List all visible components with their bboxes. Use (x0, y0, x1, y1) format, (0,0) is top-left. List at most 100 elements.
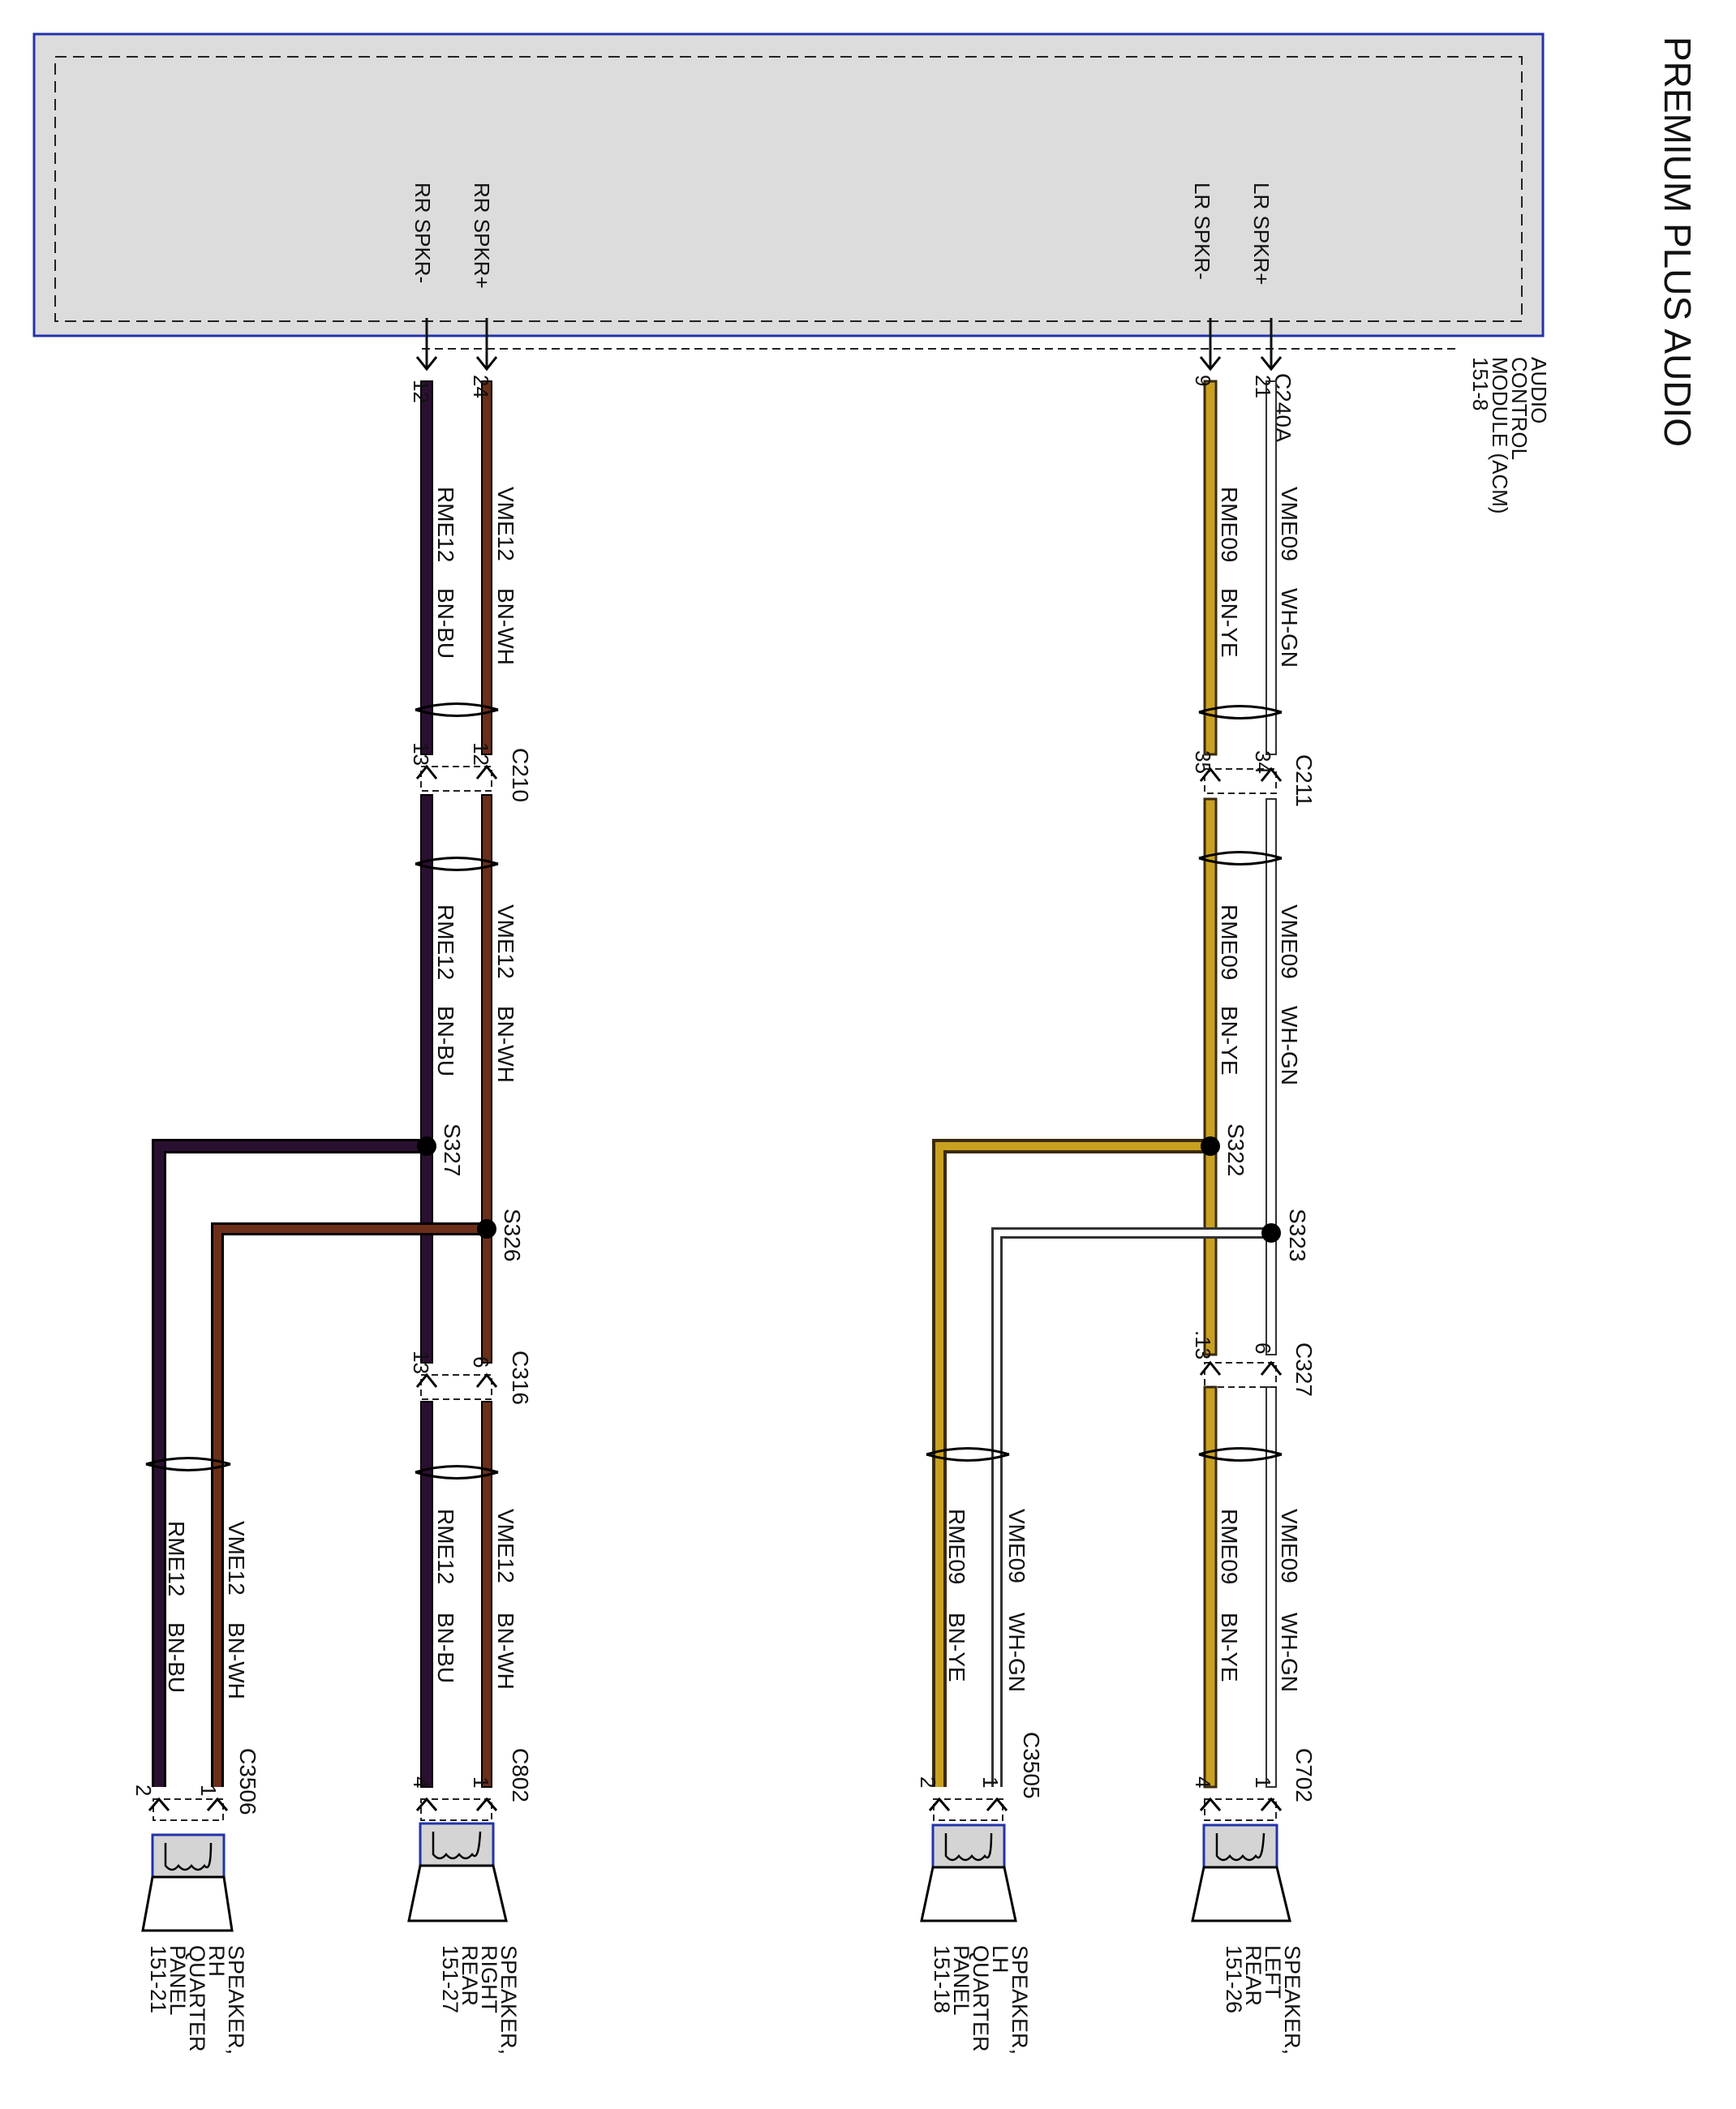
speaker-label-line: 151-18 (930, 1945, 954, 2013)
circuit-label: VME09 (1277, 487, 1302, 561)
lr-minus-wire-seg1 (1203, 380, 1218, 756)
pin-number: 34 (1251, 750, 1275, 774)
speaker-label-line: LEFT (1261, 1945, 1285, 1999)
connector-c210-label: C210 (508, 748, 533, 802)
speaker-label-line: 151-21 (146, 1945, 170, 2013)
speaker-coil-icon (432, 1831, 482, 1860)
rr-minus-branch-fill (154, 1141, 427, 1787)
speaker-magnet (151, 1833, 226, 1879)
speaker-pin-arrows (928, 1797, 1008, 1811)
audio-control-module: RR SPKR- RR SPKR+ LR SPKR- LR SPKR+ C240… (32, 32, 1551, 514)
lr-plus-wire-seg2 (1265, 798, 1277, 1355)
twist-marker-rr-3 (415, 1465, 499, 1480)
speaker-coil-icon (1215, 1832, 1265, 1862)
wire-color-label: BN-BU (433, 1006, 458, 1076)
speaker-cone-icon (1191, 1866, 1291, 1922)
speaker-coil-icon (164, 1842, 213, 1871)
speaker-connector-box (933, 1798, 1003, 1821)
acm-pin-arrows (415, 356, 1283, 372)
circuit-label: VME12 (493, 904, 518, 979)
wire-color-label: BN-YE (1217, 1613, 1242, 1682)
splice-s323-dot (1261, 1223, 1281, 1243)
pin-number: 12 (409, 380, 433, 403)
speaker-label-line: 151-26 (1222, 1945, 1246, 2013)
pin-number: 2 (916, 1776, 940, 1788)
pin-number: 4 (1191, 1776, 1215, 1788)
connector-names: C210 C211 C316 C327 C802 C702 C3505 C350… (235, 748, 1317, 1815)
connector-c802-label: C802 (508, 1748, 533, 1802)
lr-minus-branch (932, 1139, 1210, 1787)
connector-c211-label: C211 (1291, 754, 1317, 807)
twist-marker-lq (926, 1447, 1010, 1462)
twist-marker-rr-1 (415, 702, 499, 717)
c327-arrows (1199, 1360, 1283, 1376)
wire-color-label: BN-BU (433, 588, 458, 659)
module-name-line-4: 151-8 (1468, 357, 1493, 411)
connector-c702-label: C702 (1291, 1748, 1317, 1802)
pin-number: .13 (1191, 1330, 1215, 1359)
wire-color-label: WH-GN (1277, 1006, 1302, 1085)
speaker-magnet (931, 1823, 1006, 1869)
speaker-cone-icon (141, 1875, 234, 1932)
connector-c316-label: C316 (508, 1351, 533, 1405)
connector-c3505-label: C3505 (1019, 1732, 1044, 1799)
splice-s326-dot (477, 1219, 496, 1239)
wire-color-label: BN-BU (164, 1622, 189, 1693)
module-name-line-2: CONTROL (1507, 357, 1532, 460)
pin-number: 9 (1191, 375, 1215, 386)
pin-numbers: 12 24 9 21 13 12 35 34 13 6 .13 6 2 1 4 … (131, 375, 1275, 1796)
splice-s327-label: S327 (440, 1123, 465, 1176)
rr-plus-branch (211, 1222, 487, 1787)
wire-color-label: BN-YE (944, 1613, 969, 1682)
rr-minus-branch (152, 1139, 427, 1787)
speaker-connector-box (420, 1798, 492, 1821)
wire-color-label: WH-GN (1004, 1613, 1029, 1692)
rr-minus-wire-seg3 (420, 1401, 433, 1788)
twist-marker-rq (145, 1457, 231, 1471)
pin-number: 1 (978, 1776, 1003, 1788)
wire-color-label: BN-WH (224, 1622, 249, 1699)
speaker-cone-icon (920, 1866, 1017, 1922)
lr-minus-wire-seg2 (1203, 797, 1218, 1356)
splice-s322-dot (1201, 1136, 1220, 1156)
rr-minus-wire-seg2 (420, 794, 433, 1364)
c211-arrows (1199, 767, 1283, 782)
pin-number: 13 (409, 742, 433, 766)
speaker-pin-arrows (148, 1797, 229, 1811)
wire-color-label: BN-YE (1217, 1006, 1242, 1076)
circuit-label: RME12 (164, 1521, 189, 1596)
speaker-label-line: REAR (458, 1945, 482, 2006)
pin-number: 1 (469, 1776, 493, 1788)
circuit-label: RME09 (1217, 1509, 1242, 1584)
rr-wires (152, 318, 496, 1788)
module-name-line-1: AUDIO (1527, 357, 1551, 423)
c210-arrows (415, 764, 498, 780)
c316-arrows (415, 1372, 498, 1388)
speaker-label-line: PANEL (949, 1945, 973, 2016)
speaker-pin-arrows (1199, 1797, 1283, 1811)
pin-number: 1 (196, 1785, 221, 1796)
lr-plus-wire-seg3 (1265, 1386, 1277, 1788)
lr-plus-branch-fill (994, 1230, 1271, 1787)
speaker-label-line: PANEL (165, 1945, 190, 2016)
speaker-magnet (1202, 1823, 1278, 1869)
rr-plus-wire-seg3 (481, 1401, 492, 1788)
speaker-label-line: QUARTER (185, 1945, 209, 2052)
module-box (32, 32, 1545, 337)
twist-marker-lr-1 (1198, 705, 1283, 719)
speaker-connector-box (153, 1798, 224, 1821)
module-pin-lr-minus: LR SPKR- (1190, 183, 1214, 280)
speaker-right-rear: SPEAKER, RIGHT REAR 151-27 (407, 1797, 521, 2055)
circuit-label: RME09 (1217, 904, 1242, 980)
speaker-label-line: SPEAKER, (496, 1945, 521, 2055)
speaker-pin-arrows (415, 1797, 498, 1811)
module-pin-lr-plus: LR SPKR+ (1249, 183, 1274, 285)
lr-wires (932, 318, 1281, 1789)
inline-connector-marks (415, 356, 1283, 1400)
pin-number: 6 (1251, 1342, 1275, 1354)
wire-color-label: BN-BU (433, 1613, 458, 1683)
circuit-label: VME12 (493, 1509, 518, 1583)
rr-minus-wire-seg1 (420, 380, 433, 755)
connector-c327-label: C327 (1291, 1342, 1317, 1397)
